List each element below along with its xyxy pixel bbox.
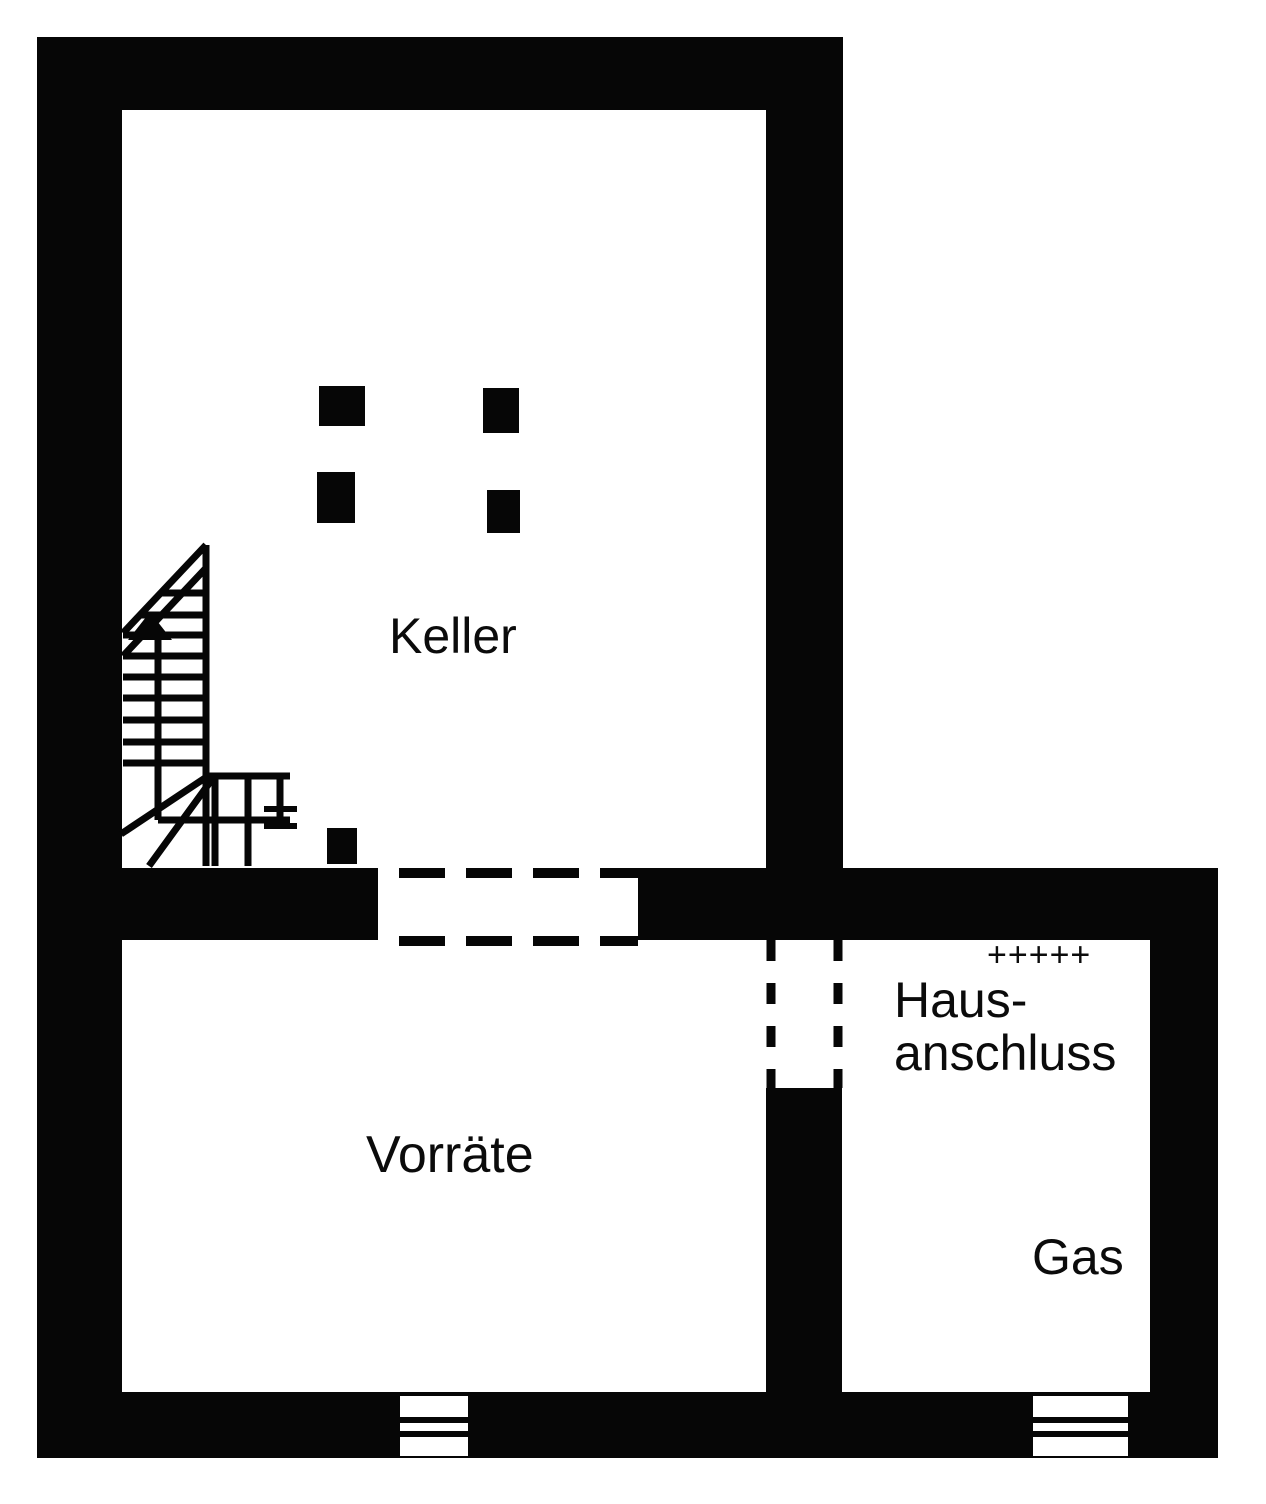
room-label-gas: Gas (1032, 1229, 1124, 1285)
wall-vorraete-hausanschluss (766, 1088, 842, 1396)
wall-left (37, 37, 122, 1458)
columns (317, 386, 520, 864)
walls (37, 37, 1218, 1458)
column-pier (317, 472, 355, 523)
column-pier (319, 386, 365, 426)
stair-break-line (146, 775, 216, 869)
stair-direction-arrow (128, 612, 172, 640)
windows (400, 1396, 1128, 1456)
wall-bottom (37, 1392, 1218, 1458)
wall-hausanschluss-top (638, 868, 1218, 940)
room-label-hausanschluss-line1: Haus- (894, 972, 1027, 1028)
door-openings (378, 868, 843, 1088)
window-opening (400, 1396, 468, 1456)
wall-keller-right (766, 110, 843, 868)
wall-right (1150, 940, 1218, 1458)
stair-break-line (120, 542, 209, 636)
stair-break-line (119, 773, 210, 837)
column-pier (487, 490, 520, 533)
column-pier (483, 388, 519, 433)
gas-connection-marks: +++++ (987, 936, 1091, 974)
room-label-keller: Keller (389, 608, 517, 664)
window-gas (1033, 1396, 1128, 1456)
staircase (119, 542, 297, 869)
wall-top (37, 37, 843, 110)
window-vorraete (400, 1396, 468, 1456)
room-label-vorraete: Vorräte (366, 1126, 534, 1184)
wall-keller-vorraete (37, 868, 378, 940)
stair-pier (327, 828, 357, 864)
window-opening (1033, 1396, 1128, 1456)
room-label-hausanschluss-line2: anschluss (894, 1025, 1116, 1081)
